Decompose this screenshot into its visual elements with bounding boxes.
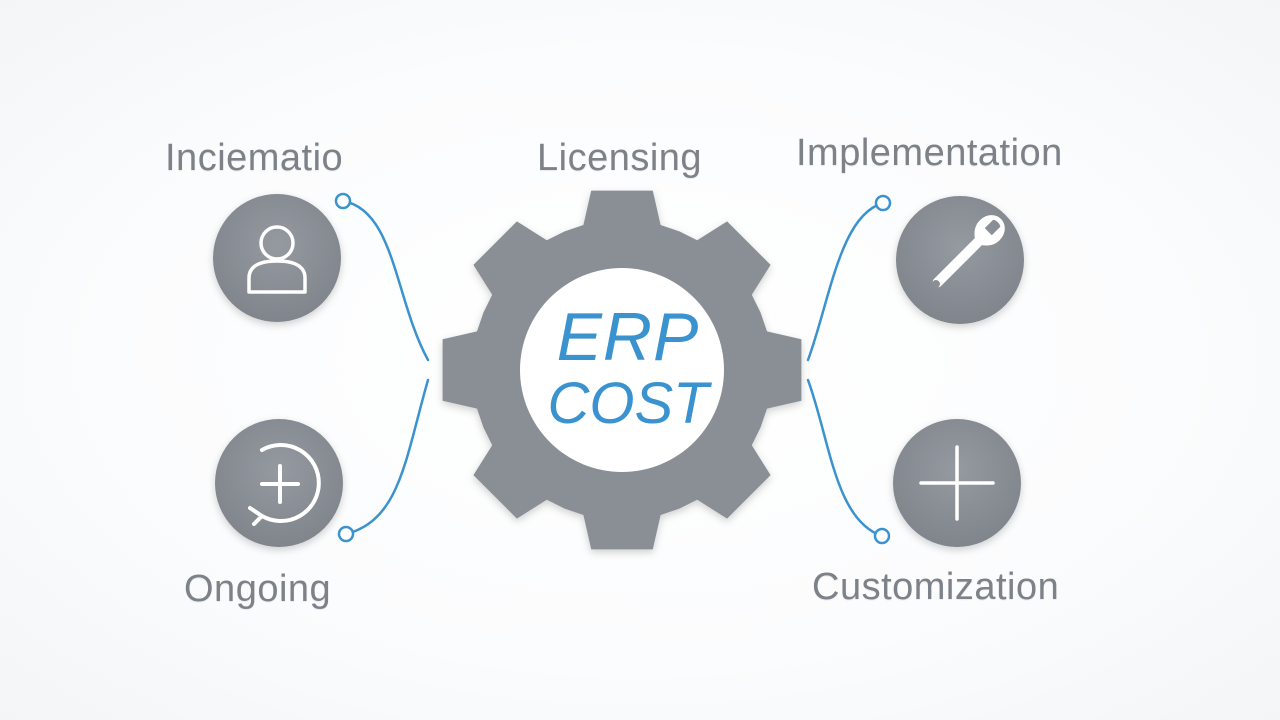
connector-bottom-right [806,378,884,538]
center-title-cost: COST [547,371,709,436]
connector-top-left [341,199,430,362]
label-licensing: Licensing [537,137,703,179]
wrench-icon [931,215,1005,289]
label-implementation: Implementation [796,132,1063,174]
endpoint-top-right [874,194,892,212]
gear-center-hole [520,268,724,472]
connector-endpoints [334,192,892,545]
label-ongoing: Ongoing [184,568,332,610]
endpoint-bottom-right [873,527,891,545]
gear-icon [442,190,802,550]
center-title-erp: ERP [556,299,700,375]
connector-top-right [806,201,885,362]
refresh-plus-icon [248,443,321,526]
connector-lines [341,199,885,538]
connector-bottom-left [344,378,430,536]
endpoint-top-left [334,192,352,210]
label-customization: Customization [812,566,1060,608]
plus-icon [919,445,995,521]
person-icon [247,225,307,294]
label-top-left: Inciematio [165,137,344,179]
endpoint-bottom-left [337,525,355,543]
